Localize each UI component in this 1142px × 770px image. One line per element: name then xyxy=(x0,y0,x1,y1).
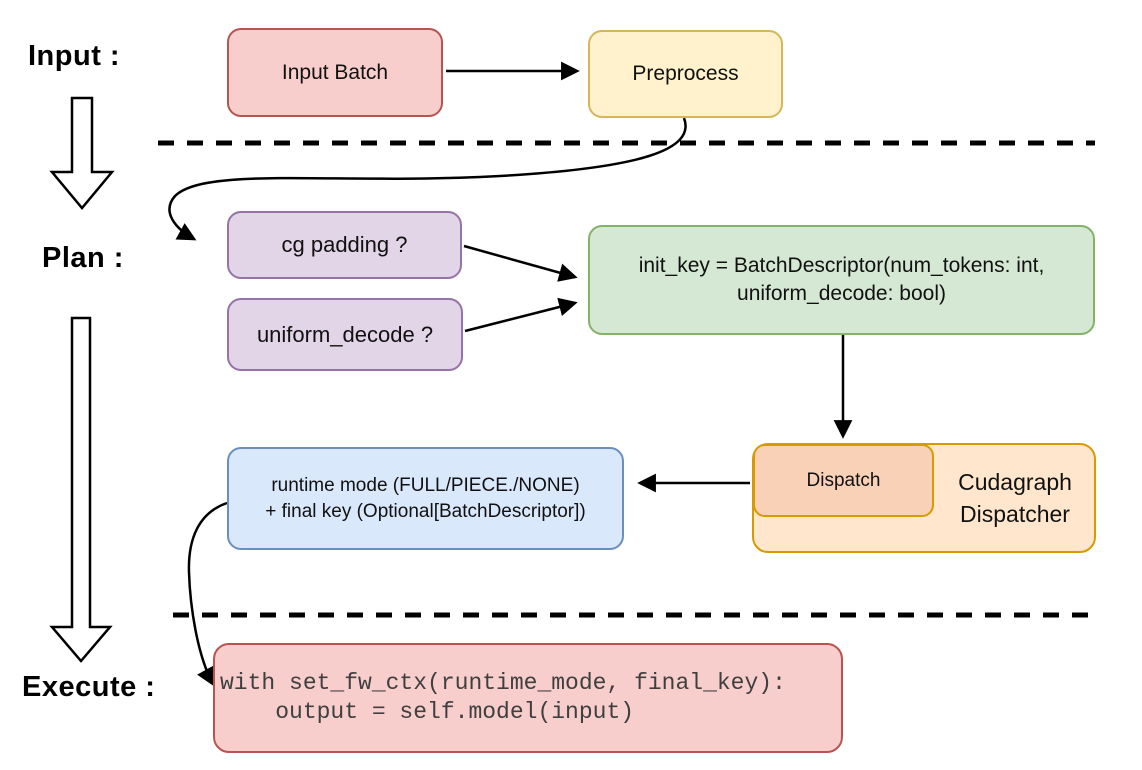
stage-label-input: Input : xyxy=(28,40,121,72)
stage-arrow-plan-to-execute xyxy=(49,316,113,663)
node-uniform-decode-label: uniform_decode ? xyxy=(256,321,434,347)
stage-arrow-input-to-plan xyxy=(49,96,115,210)
node-init-key-line2: uniform_decode: bool) xyxy=(737,282,946,305)
node-execute-code: with set_fw_ctx(runtime_mode, final_key)… xyxy=(213,643,843,753)
node-runtime-mode-line1: runtime mode (FULL/PIECE./NONE) xyxy=(271,475,580,497)
cudagraph-label-line2: Dispatcher xyxy=(960,501,1070,527)
node-uniform-decode: uniform_decode ? xyxy=(227,298,463,371)
node-preprocess-label: Preprocess xyxy=(632,62,739,86)
execute-code-line2: output = self.model(input) xyxy=(220,699,635,725)
execute-code-line1: with set_fw_ctx(runtime_mode, final_key)… xyxy=(220,669,786,696)
node-init-key: init_key = BatchDescriptor(num_tokens: i… xyxy=(588,225,1095,335)
node-runtime-mode: runtime mode (FULL/PIECE./NONE) + final … xyxy=(227,447,624,550)
node-cg-padding: cg padding ? xyxy=(227,211,462,279)
connector-preprocess-to-cgpadding xyxy=(168,117,687,241)
node-init-key-line1: init_key = BatchDescriptor(num_tokens: i… xyxy=(638,254,1045,278)
node-dispatch: Dispatch xyxy=(753,444,934,517)
connector-cgpadding-to-initkey xyxy=(463,244,578,282)
stage-label-execute: Execute : xyxy=(22,671,156,703)
node-input-batch-label: Input Batch xyxy=(281,60,389,84)
node-runtime-mode-line2: + final key (Optional[BatchDescriptor]) xyxy=(265,500,586,522)
connector-runtimemode-to-execute xyxy=(187,501,228,687)
node-input-batch: Input Batch xyxy=(227,28,443,117)
cudagraph-label-line1: Cudagraph xyxy=(958,468,1072,495)
node-preprocess: Preprocess xyxy=(588,30,783,118)
stage-label-plan: Plan : xyxy=(42,242,124,274)
connector-uniformdecode-to-initkey xyxy=(464,297,578,333)
node-dispatch-label: Dispatch xyxy=(806,469,881,491)
node-cg-padding-label: cg padding ? xyxy=(281,232,408,258)
node-cudagraph-dispatcher-label: Cudagraph Dispatcher xyxy=(934,443,1096,553)
